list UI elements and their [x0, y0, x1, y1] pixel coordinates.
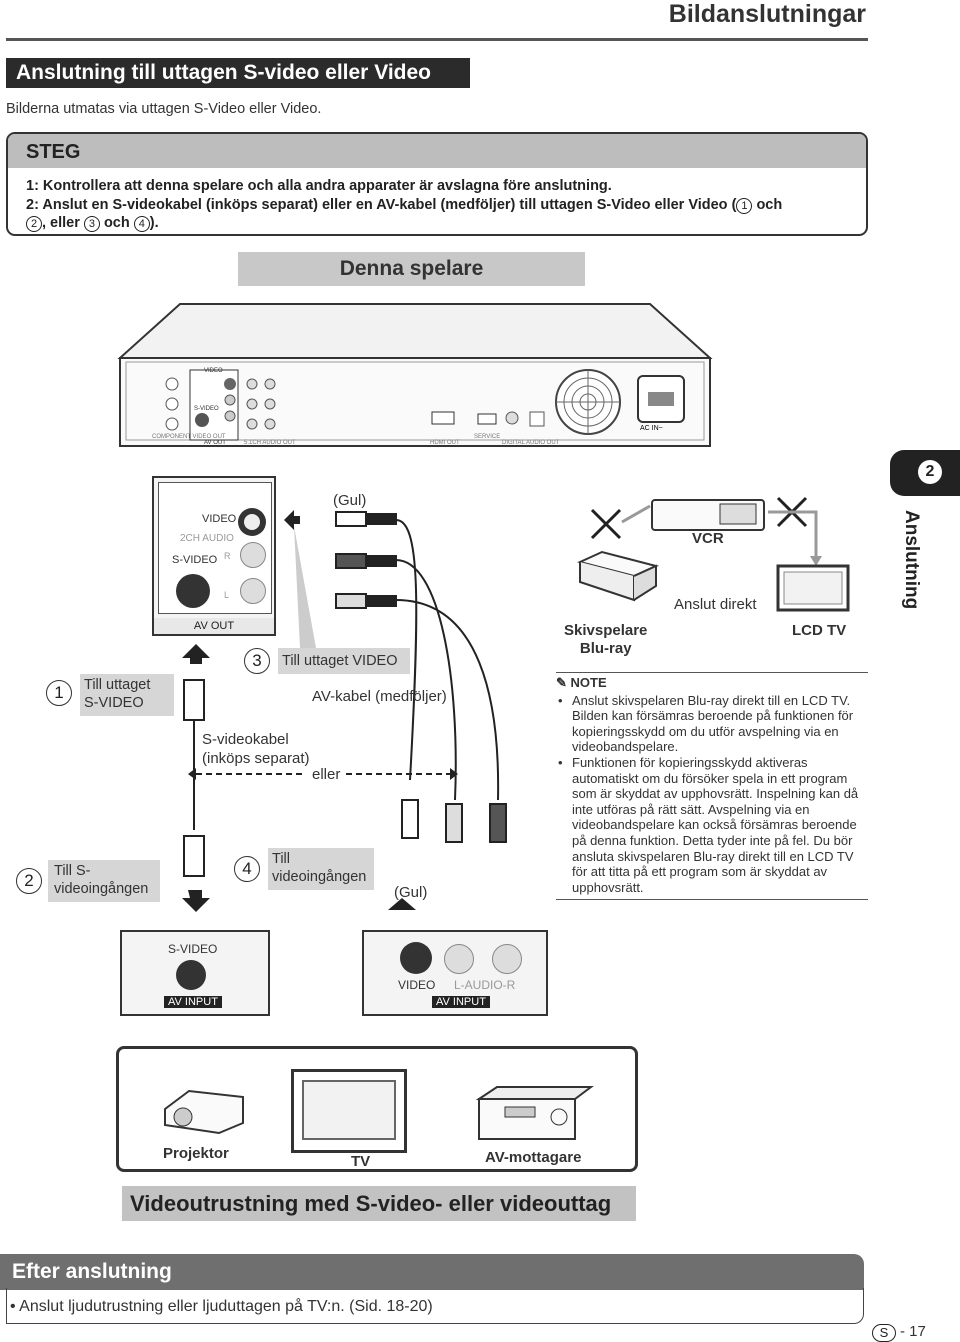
receiver-icon: [475, 1086, 594, 1140]
tv-label: TV: [351, 1153, 371, 1170]
note-text-2: Funktionen för kopieringsskydd aktiveras…: [572, 754, 859, 895]
av-cable-label: AV-kabel (medföljer): [312, 688, 447, 705]
panel-hdmi-label: HDMI OUT: [430, 440, 460, 446]
audio-l-input-jack: [444, 944, 474, 974]
av-out-jack-zoom: VIDEO 2CH AUDIO R L S-VIDEO AV OUT: [152, 476, 276, 636]
jack-l-label: L: [224, 590, 230, 600]
step-1: 1: Kontrollera att denna spelare och all…: [26, 178, 612, 194]
receiver-label: AV-mottagare: [485, 1149, 582, 1166]
circled-1: 1: [736, 198, 753, 214]
note-bottom-rule: [556, 899, 868, 901]
panel-audio51-label: 5.1CH AUDIO OUT: [244, 440, 296, 446]
devices-box: Projektor TV AV-mottagare: [116, 1046, 638, 1172]
player-title: Denna spelare: [238, 252, 585, 286]
circled-4: 4: [133, 216, 150, 232]
input-video-label: VIDEO: [398, 978, 436, 992]
page-header-title: Bildanslutningar: [668, 0, 866, 28]
caption-bar: Videoutrustning med S-video- eller video…: [122, 1186, 636, 1221]
circled-3: 3: [83, 216, 100, 232]
chapter-label-wrap: Anslutning: [894, 510, 924, 640]
panel-video-label: VIDEO: [204, 368, 223, 374]
panel-av-out-label: AV OUT: [204, 440, 226, 446]
av-input-badge-1: AV INPUT: [164, 996, 222, 1008]
direct-label: Anslut direkt: [674, 596, 757, 613]
audio-l-jack: [240, 578, 266, 604]
note-icon: ✎: [556, 675, 567, 690]
label-2: Till S- videoingången: [48, 860, 160, 902]
label-3: Till uttaget VIDEO: [278, 648, 410, 674]
svideo-cable-label: S-videokabel (inköps separat): [202, 731, 310, 767]
label-1: Till uttaget S-VIDEO: [80, 674, 174, 716]
chapter-number: 2: [918, 460, 942, 484]
eller-label: eller: [312, 766, 341, 783]
header-rule: [6, 38, 868, 41]
video-input-jack: [400, 942, 432, 974]
step-2-or: , eller: [42, 215, 80, 231]
vcr-label: VCR: [692, 530, 724, 547]
svideo-input-jack: [176, 960, 206, 990]
chapter-label: Anslutning: [901, 510, 922, 610]
note-item-2: •Funktionen för kopieringsskydd aktivera…: [558, 754, 859, 895]
section-title: Anslutning till uttagen S-video eller Vi…: [6, 58, 470, 88]
input-audio-label: L-AUDIO-R: [454, 978, 516, 992]
gul-top-label: (Gul): [333, 492, 367, 509]
after-bullet: • Anslut ljudutrustning eller ljuduttage…: [10, 1298, 433, 1315]
panel-service-label: SERVICE: [474, 434, 500, 440]
panel-svideo-label: S-VIDEO: [194, 406, 219, 412]
section-subtitle: Bilderna utmatas via uttagen S-Video ell…: [6, 101, 322, 117]
ac-in-label: AC IN~: [640, 425, 663, 432]
after-bullet-text: Anslut ljudutrustning eller ljuduttagen …: [19, 1298, 433, 1315]
page-number: - 17: [900, 1323, 926, 1340]
panel-digital-label: DIGITAL AUDIO OUT: [502, 440, 560, 446]
input-svideo-label: S-VIDEO: [168, 942, 218, 956]
note-text-1: Anslut skivspelaren Blu-ray direkt till …: [572, 692, 854, 755]
tv-icon: [291, 1069, 407, 1153]
step-2-and-1: och: [756, 197, 783, 213]
steps-heading: STEG: [8, 134, 866, 168]
step-num-2: 2: [16, 868, 42, 894]
jack-video-label: VIDEO: [202, 513, 237, 525]
note-title: ✎ NOTE: [556, 672, 868, 691]
circled-2: 2: [26, 216, 42, 232]
after-box: [6, 1288, 864, 1324]
step-num-4: 4: [234, 856, 260, 882]
component-label: COMPONENT VIDEO OUT: [152, 434, 226, 440]
note-item-1: •Anslut skivspelaren Blu-ray direkt till…: [558, 692, 854, 755]
projector-label: Projektor: [163, 1145, 229, 1162]
projector-icon: [164, 1089, 244, 1135]
after-heading: Efter anslutning: [0, 1254, 864, 1290]
label-4: Till videoingången: [268, 848, 374, 890]
gul-bottom-label: (Gul): [394, 884, 428, 901]
note-section: ✎ NOTE •Anslut skivspelaren Blu-ray dire…: [556, 672, 868, 901]
step-2: 2: Anslut en S-videokabel (inköps separa…: [26, 196, 856, 232]
page-letter: S: [872, 1324, 896, 1342]
svideo-input-panel: S-VIDEO AV INPUT: [120, 930, 270, 1016]
step-2-and-2: och: [103, 215, 130, 231]
jack-r-label: R: [224, 551, 231, 561]
av-input-badge-2: AV INPUT: [432, 996, 490, 1008]
svideo-jack: [176, 574, 210, 608]
jack-svideo-label: S-VIDEO: [172, 554, 218, 566]
jack-av-out-label: AV OUT: [154, 618, 274, 634]
step-2-text: 2: Anslut en S-videokabel (inköps separa…: [26, 197, 737, 213]
steps-box: STEG 1: Kontrollera att denna spelare oc…: [6, 132, 868, 236]
step-2-end: ).: [149, 215, 159, 231]
bluray-label: Skivspelare Blu-ray: [564, 622, 648, 657]
jack-audio-label: 2CH AUDIO: [180, 533, 234, 544]
right-diagram: [577, 496, 850, 612]
cable-diagram: [182, 510, 507, 912]
audio-r-input-jack: [492, 944, 522, 974]
video-jack-core: [244, 514, 260, 530]
step-num-3: 3: [244, 648, 270, 674]
step-num-1: 1: [46, 680, 72, 706]
chapter-tab: 2 Anslutning: [890, 450, 960, 650]
lcd-label: LCD TV: [792, 622, 847, 639]
note-title-text: NOTE: [570, 675, 607, 690]
video-input-panel: VIDEO L-AUDIO-R AV INPUT: [362, 930, 548, 1016]
audio-r-jack: [240, 542, 266, 568]
player-rear-panel: AC IN~ COMPONENT VIDEO OUT VIDEO S-VIDEO…: [117, 303, 713, 447]
